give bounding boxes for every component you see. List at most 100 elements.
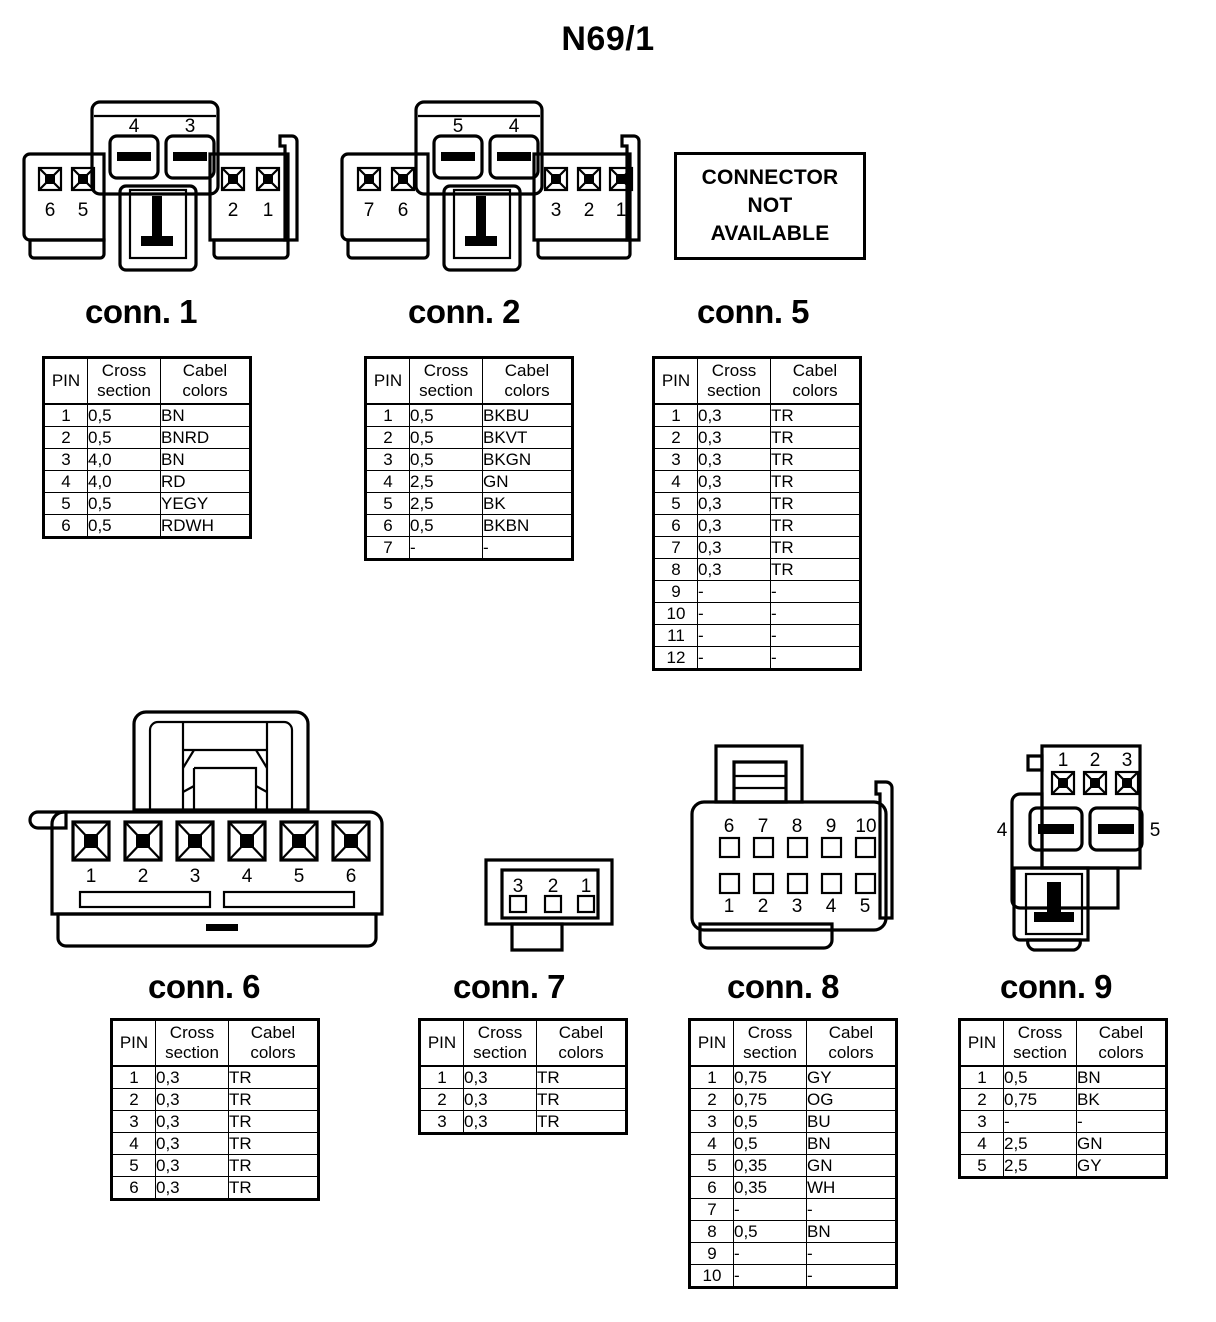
- pin-number-1: 1: [263, 200, 274, 221]
- table-header-row: PIN Cross section Cabel colors: [111, 1019, 319, 1067]
- svg-text:6: 6: [346, 866, 357, 887]
- cell-cable-color: GN: [1076, 1132, 1167, 1155]
- cell-cable-color: TR: [228, 1110, 319, 1133]
- cell-cross-section: 4,0: [87, 470, 161, 493]
- cell-pin: 3: [419, 1110, 464, 1134]
- svg-text:1: 1: [1058, 750, 1069, 771]
- cell-pin: 5: [365, 492, 410, 515]
- svg-text:2: 2: [758, 896, 769, 917]
- cell-pin: 5: [653, 492, 698, 515]
- cell-cable-color: -: [806, 1242, 897, 1265]
- header-cross: Cross section: [155, 1019, 229, 1067]
- cna-line-2: NOT: [747, 194, 793, 218]
- cell-cross-section: 0,75: [733, 1065, 807, 1089]
- cell-cable-color: -: [482, 536, 573, 560]
- svg-text:1: 1: [86, 866, 97, 887]
- table-row: 7--: [689, 1198, 897, 1221]
- svg-text:1: 1: [581, 876, 592, 897]
- cell-pin: 2: [653, 426, 698, 449]
- svg-text:3: 3: [513, 876, 524, 897]
- cell-cross-section: 4,0: [87, 448, 161, 471]
- pin-number-4: 4: [509, 116, 520, 137]
- cell-cable-color: RD: [160, 470, 251, 493]
- conn-label-conn7: conn. 7: [453, 968, 566, 1005]
- cell-cable-color: -: [806, 1198, 897, 1221]
- cell-cross-section: -: [697, 624, 771, 647]
- cell-pin: 1: [419, 1065, 464, 1089]
- cell-pin: 8: [689, 1220, 734, 1243]
- svg-text:10: 10: [855, 816, 876, 837]
- cell-cross-section: -: [697, 646, 771, 670]
- cell-pin: 4: [43, 470, 88, 493]
- cell-cross-section: 0,3: [463, 1088, 537, 1111]
- table-header-row: PIN Cross section Cabel colors: [365, 357, 573, 405]
- table-row: 10--: [653, 602, 861, 625]
- cell-pin: 1: [689, 1065, 734, 1089]
- cell-cable-color: BKGN: [482, 448, 573, 471]
- header-cross: Cross section: [1003, 1019, 1077, 1067]
- pin-number-2: 2: [228, 200, 239, 221]
- cell-cross-section: 0,5: [1003, 1065, 1077, 1089]
- header-pin: PIN: [689, 1019, 734, 1067]
- cell-pin: 10: [653, 602, 698, 625]
- cell-pin: 12: [653, 646, 698, 670]
- cell-cross-section: 0,5: [409, 514, 483, 537]
- cell-cable-color: TR: [770, 426, 861, 449]
- connector-not-available-box: CONNECTOR NOT AVAILABLE: [674, 152, 866, 260]
- svg-text:4: 4: [997, 820, 1008, 841]
- svg-text:1: 1: [724, 896, 735, 917]
- table-header-row: PIN Cross section Cabel colors: [689, 1019, 897, 1067]
- cell-pin: 9: [653, 580, 698, 603]
- cell-cable-color: TR: [536, 1110, 627, 1134]
- header-color: Cabel colors: [770, 357, 861, 405]
- svg-text:5: 5: [860, 896, 871, 917]
- cell-cable-color: BU: [806, 1110, 897, 1133]
- cell-cross-section: 0,3: [697, 558, 771, 581]
- cell-pin: 1: [111, 1065, 156, 1089]
- cell-pin: 11: [653, 624, 698, 647]
- svg-text:8: 8: [792, 816, 803, 837]
- cell-pin: 9: [689, 1242, 734, 1265]
- cell-cross-section: 2,5: [1003, 1154, 1077, 1178]
- cell-cable-color: -: [770, 624, 861, 647]
- svg-text:4: 4: [826, 896, 837, 917]
- connector-drawing-conn9: 1 2 3 4 5: [990, 738, 1170, 958]
- header-pin: PIN: [365, 357, 410, 405]
- svg-text:9: 9: [826, 816, 837, 837]
- cell-cross-section: 0,5: [87, 492, 161, 515]
- svg-text:2: 2: [138, 866, 149, 887]
- cell-cross-section: -: [733, 1242, 807, 1265]
- cell-pin: 4: [653, 470, 698, 493]
- cell-cross-section: 0,5: [87, 514, 161, 538]
- cell-cross-section: 2,5: [409, 470, 483, 493]
- cell-cross-section: 2,5: [1003, 1132, 1077, 1155]
- header-pin: PIN: [959, 1019, 1004, 1067]
- table-row: 11--: [653, 624, 861, 647]
- header-color: Cabel colors: [160, 357, 251, 405]
